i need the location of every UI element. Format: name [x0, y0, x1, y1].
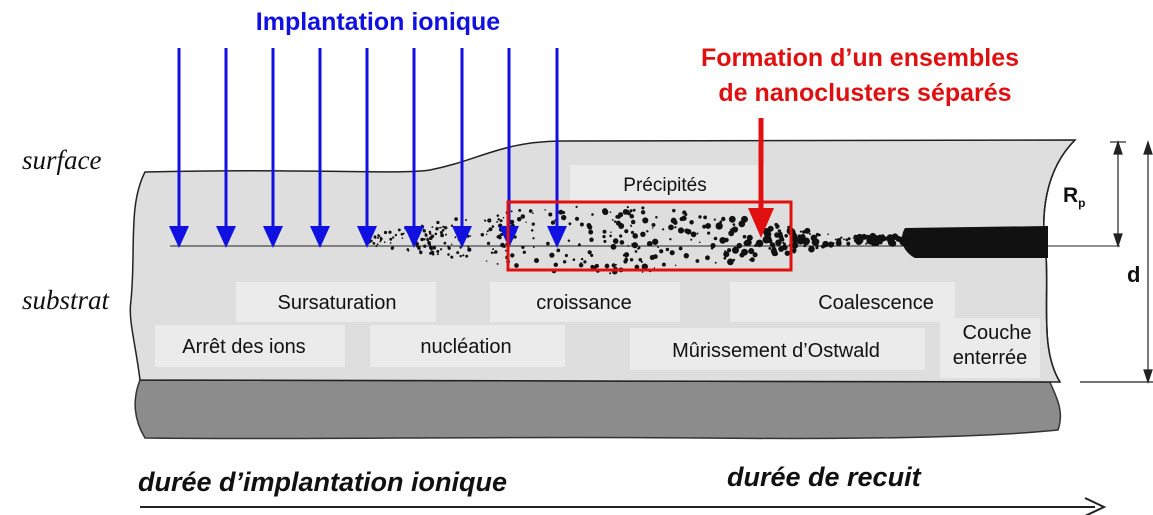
ion-arrow	[547, 48, 567, 248]
dimension-markers	[1080, 140, 1153, 384]
timeline-implant-label: durée d’implantation ionique	[138, 467, 507, 497]
ion-arrow	[357, 48, 377, 248]
croissance-label: croissance	[536, 292, 632, 314]
ion-arrow	[169, 48, 189, 248]
substrat-label: substrat	[22, 285, 111, 315]
ion-arrow	[216, 48, 236, 248]
timeline-arrow-head	[1084, 497, 1107, 515]
timeline-recuit-label: durée de recuit	[727, 462, 922, 492]
ion-arrow	[263, 48, 283, 248]
d-label: d	[1127, 262, 1140, 287]
coalescence-label: Coalescence	[818, 292, 934, 314]
substrate-band	[134, 379, 1062, 440]
ion-arrow	[404, 48, 424, 248]
callout-line-1: Formation d’un ensembles	[701, 44, 1019, 72]
nanocluster-highlight-box	[506, 200, 793, 272]
callout-line-2: de nanoclusters séparés	[718, 79, 1011, 107]
ion-arrow	[452, 48, 472, 248]
nanocluster-particles	[364, 205, 912, 275]
sursaturation-label: Sursaturation	[278, 292, 397, 314]
precipites-label: Précipités	[623, 175, 706, 196]
ion-arrows	[169, 48, 567, 248]
buried-layer	[902, 226, 1048, 258]
surface-label: surface	[22, 145, 102, 175]
ion-arrow	[310, 48, 330, 248]
couche-label-1: Couche	[963, 322, 1032, 344]
label-boxes	[155, 165, 1040, 378]
title: Implantation ionique	[256, 8, 501, 36]
arret-label: Arrêt des ions	[182, 336, 305, 358]
murissement-label: Mûrissement d’Ostwald	[672, 340, 880, 362]
nucleation-label: nucléation	[420, 336, 511, 358]
couche-label-2: enterrée	[953, 347, 1028, 369]
rp-label: Rp	[1063, 184, 1086, 210]
callout-arrow-head	[748, 208, 774, 238]
